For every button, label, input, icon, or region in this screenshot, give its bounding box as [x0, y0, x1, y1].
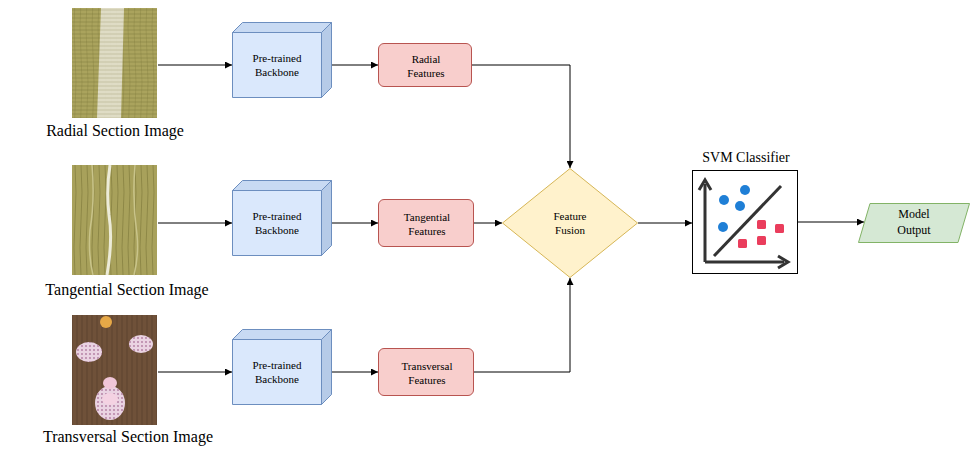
output-box: Model Output: [858, 203, 970, 243]
shape-face: [503, 169, 638, 278]
shape-face: [233, 23, 332, 33]
radial-section-image: [72, 8, 157, 118]
image-arrow: [158, 65, 232, 372]
shape-face: [859, 204, 970, 243]
shape-face: [322, 330, 332, 405]
shape-face: [322, 23, 332, 98]
transversal-section-image: [72, 315, 157, 425]
text-area: Pre-trained Backbone: [232, 190, 322, 256]
feature-box: Transversal Features: [378, 348, 474, 396]
text-area: Radial Features: [379, 44, 473, 88]
backbone-box: Pre-trained Backbone: [232, 329, 332, 405]
box-title: SVM Classifier: [702, 149, 790, 167]
connector-arrow: [332, 223, 378, 224]
node-label: Feature Fusion: [542, 209, 598, 238]
shape-face: [233, 340, 322, 405]
node-label: Transversal Features: [396, 359, 458, 388]
text-area: Pre-trained Backbone: [232, 32, 322, 98]
connector-arrow: [474, 223, 502, 224]
node-label: Pre-trained Backbone: [246, 358, 308, 387]
text-area: Tangential Features: [379, 200, 475, 248]
shape-face: [233, 181, 332, 191]
text-area: Pre-trained Backbone: [232, 339, 322, 405]
shape-face: [233, 330, 332, 340]
connector-arrow: [798, 222, 864, 223]
connector-arrow: [332, 65, 378, 66]
node-label: Tangential Features: [396, 210, 458, 239]
image-caption: Tangential Section Image: [45, 281, 208, 299]
shape-face: [233, 191, 322, 256]
image-caption: Transversal Section Image: [43, 428, 213, 446]
backbone-box: Pre-trained Backbone: [232, 22, 332, 98]
text-area: Transversal Features: [379, 349, 475, 397]
shape-face: [322, 181, 332, 256]
shape-face: [233, 33, 322, 98]
node-label: Pre-trained Backbone: [246, 51, 308, 80]
connector-arrow: [474, 278, 570, 372]
backbone-box: Pre-trained Backbone: [232, 180, 332, 256]
node-label: Radial Features: [395, 52, 457, 81]
connector-arrow: [638, 223, 692, 224]
diamond-outline: [502, 168, 638, 278]
connector-arrow: [472, 65, 570, 168]
node-label: Model Output: [887, 207, 941, 238]
node-label: Pre-trained Backbone: [246, 209, 308, 238]
connector-arrow: [332, 372, 378, 373]
fusion-diamond: Feature Fusion: [502, 168, 638, 278]
text-area: SVM Classifier: [633, 145, 859, 167]
classifier-box: SVM Classifier: [692, 170, 798, 274]
text-area: Feature Fusion: [536, 196, 604, 251]
image-caption: Radial Section Image: [46, 122, 184, 140]
feature-box: Tangential Features: [378, 199, 474, 247]
text-area: Model Output: [870, 203, 958, 243]
tangential-section-image: [72, 165, 157, 275]
svm-icon: [699, 180, 788, 268]
feature-box: Radial Features: [378, 43, 472, 87]
